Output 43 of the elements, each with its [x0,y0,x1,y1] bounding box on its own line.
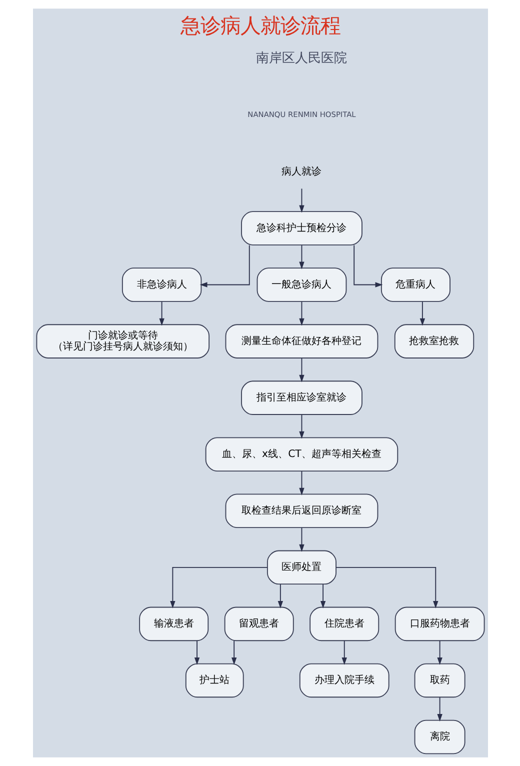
node-box: 非急诊病人 [121,268,202,302]
arrow [158,301,164,326]
node-box: 取检查结果后返回原诊断室 [224,494,378,528]
arrow [298,188,304,213]
arrow [335,566,438,608]
arrow [298,527,304,552]
node-box: 危重病人 [380,268,450,302]
arrow [298,244,304,270]
node-box: 测量生命体征做好各种登记 [224,324,378,358]
arrow [170,566,268,608]
node-box: 口服药物患者 [394,606,484,642]
arrow [298,301,304,326]
arrow [231,640,236,665]
arrow [298,414,304,439]
arrow [298,358,304,382]
label: NANANQU RENMIN HOSPITAL [247,110,356,119]
node-box: 办理入院手续 [298,663,389,698]
node-box: 抢救室抢救 [394,324,474,358]
arrow [353,244,382,288]
node-text: 病人就诊 [281,166,322,178]
arrow [298,470,304,496]
node-box: 一般急诊病人 [256,268,346,302]
node-box: 取药 [414,663,465,698]
arrow [436,696,442,722]
arrow [436,640,442,665]
arrow [199,244,250,288]
node-box: 医师处置 [266,550,336,585]
node-box: 血、尿、x线、CT、超声等相关检查 [204,437,398,472]
arrow [320,584,326,608]
arrow [341,640,346,665]
node-box: 护士站 [184,663,244,698]
node-box: 离院 [414,720,465,754]
node-box: 急诊科护士预检分诊 [240,211,362,246]
diagram-title: 急诊病人就诊流程 [180,13,340,38]
node-box: 门诊就诊或等待 （详见门诊挂号病人就诊须知） [36,324,210,358]
node-box: 留观患者 [224,606,294,642]
node-box: 输液患者 [138,606,208,642]
arrow [277,584,283,608]
arrow [194,640,200,665]
arrow [419,301,425,326]
label: 南岸区人民医院 [256,51,347,66]
node-box: 指引至相应诊室就诊 [240,380,362,415]
node-box: 住院患者 [309,606,379,642]
